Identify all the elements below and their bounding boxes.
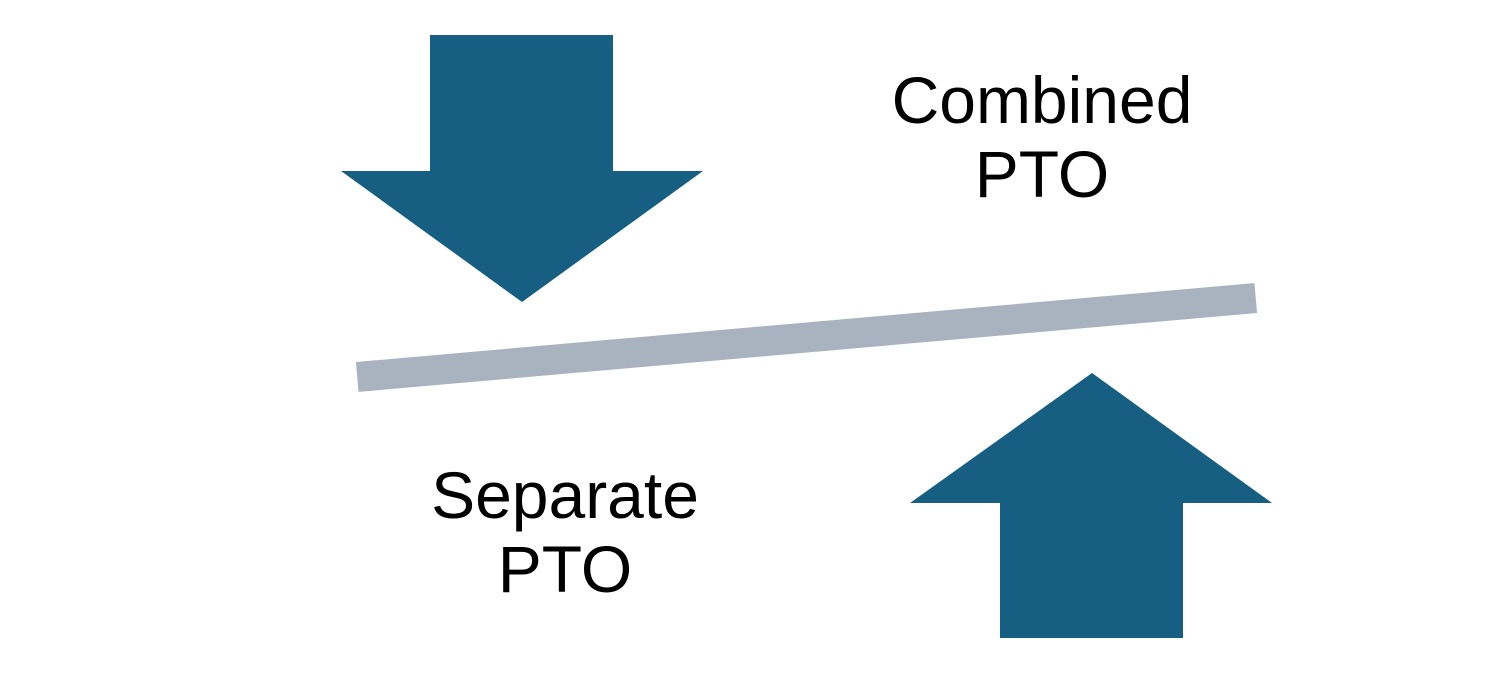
down-arrow-icon (341, 35, 703, 302)
up-arrow-icon (910, 373, 1272, 638)
separate-pto-label: Separate PTO (431, 458, 699, 606)
combined-pto-label: Combined PTO (891, 63, 1193, 211)
seesaw-beam (355, 283, 1258, 392)
